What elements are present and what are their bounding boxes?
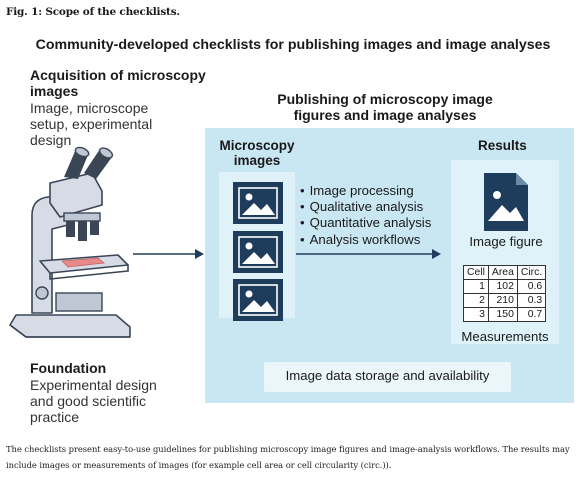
table-row: 2 210 0.3 — [463, 293, 547, 308]
results-label: Results — [478, 138, 527, 153]
table-header-row: Cell Area Circ. — [463, 265, 547, 280]
table-cell: 2 — [463, 293, 489, 308]
image-figure-icon — [484, 173, 528, 231]
table-header-circ: Circ. — [516, 265, 547, 280]
table-cell: 150 — [487, 307, 518, 322]
table-cell: 1 — [463, 279, 489, 294]
table-cell: 0.7 — [516, 307, 547, 322]
figure-label: Fig. 1: Scope of the checklists. — [6, 6, 180, 18]
storage-box — [264, 362, 511, 392]
step-image-processing: Image processing — [300, 183, 431, 199]
figure-caption: The checklists present easy-to-use guide… — [6, 444, 570, 470]
table-cell: 102 — [487, 279, 518, 294]
microscopy-images-label: Microscopy images — [219, 138, 295, 168]
acquisition-description: Image, microscope setup, experimental de… — [30, 100, 153, 148]
page-title: Community-developed checklists for publi… — [35, 37, 551, 53]
image-thumbnail-icon — [233, 182, 283, 224]
table-header-cell: Cell — [463, 265, 489, 280]
image-thumbnail-icon — [233, 279, 283, 321]
table-cell: 3 — [463, 307, 489, 322]
table-row: 1 102 0.6 — [463, 279, 547, 294]
microscope-icon — [9, 146, 131, 338]
table-cell: 0.6 — [516, 279, 547, 294]
table-row: 3 150 0.7 — [463, 307, 547, 322]
arrow-right-icon — [296, 249, 441, 259]
publishing-title: Publishing of microscopy image figures a… — [277, 91, 493, 123]
step-quantitative-analysis: Quantitative analysis — [300, 215, 432, 231]
table-cell: 0.3 — [516, 293, 547, 308]
measurements-label: Measurements — [461, 329, 549, 344]
step-qualitative-analysis: Qualitative analysis — [300, 199, 431, 215]
arrow-right-icon — [133, 249, 204, 259]
acquisition-title: Acquisition of microscopy images — [30, 67, 206, 99]
analysis-steps-list: Image processing Qualitative analysis Qu… — [300, 183, 432, 248]
measurements-table: Cell Area Circ. 1 102 0.6 2 210 0.3 3 15… — [463, 265, 547, 322]
table-header-area: Area — [487, 265, 518, 280]
storage-label: Image data storage and availability — [285, 368, 490, 383]
table-cell: 210 — [487, 293, 518, 308]
image-figure-label: Image figure — [469, 234, 543, 249]
foundation-title: Foundation — [30, 360, 107, 376]
foundation-description: Experimental design and good scientific … — [30, 377, 157, 425]
image-thumbnail-icon — [233, 231, 283, 273]
step-analysis-workflows: Analysis workflows — [300, 232, 431, 248]
